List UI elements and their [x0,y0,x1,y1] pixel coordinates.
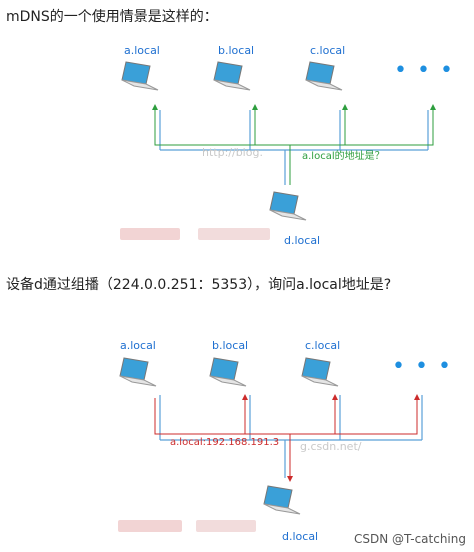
section1-host-b-label: b.local [218,44,255,57]
laptop-icon [208,356,248,390]
section2-heading: 设备d通过组播（224.0.0.251：5353），询问a.local地址是? [6,277,392,293]
section1-query-annotation: a.local的地址是？ [302,151,385,162]
section1-host-c-label: c.local [310,44,346,57]
section2-response-annotation: a.local:192.168.191.3 [170,437,280,448]
laptop-icon [304,60,344,94]
laptop-icon [120,60,160,94]
more-hosts-ellipsis: ••• [394,58,463,83]
section1-heading: mDNS的一个使用情景是这样的： [6,9,218,25]
blurred-caption [120,228,180,240]
laptop-icon [268,190,308,224]
more-hosts-ellipsis: ••• [392,354,461,379]
blurred-caption [198,228,270,240]
blurred-caption [118,520,182,532]
section2-watermark: g.csdn.net/ [300,440,362,453]
section1-wiring [152,104,436,185]
laptop-icon [300,356,340,390]
blurred-caption [196,520,256,532]
section2-host-b-label: b.local [212,339,249,352]
laptop-icon [118,356,158,390]
section2-query-host-label: d.local [282,530,319,543]
laptop-icon [212,60,252,94]
section2-host-a-label: a.local [120,339,156,352]
section1-host-a-label: a.local [124,44,160,57]
section1-watermark: http://blog. [202,146,263,159]
section2-host-c-label: c.local [305,339,341,352]
laptop-icon [262,484,302,518]
section2-wiring [154,394,423,482]
section1-query-host-label: d.local [284,234,321,247]
footer-credit: CSDN @T-catching [353,532,466,546]
